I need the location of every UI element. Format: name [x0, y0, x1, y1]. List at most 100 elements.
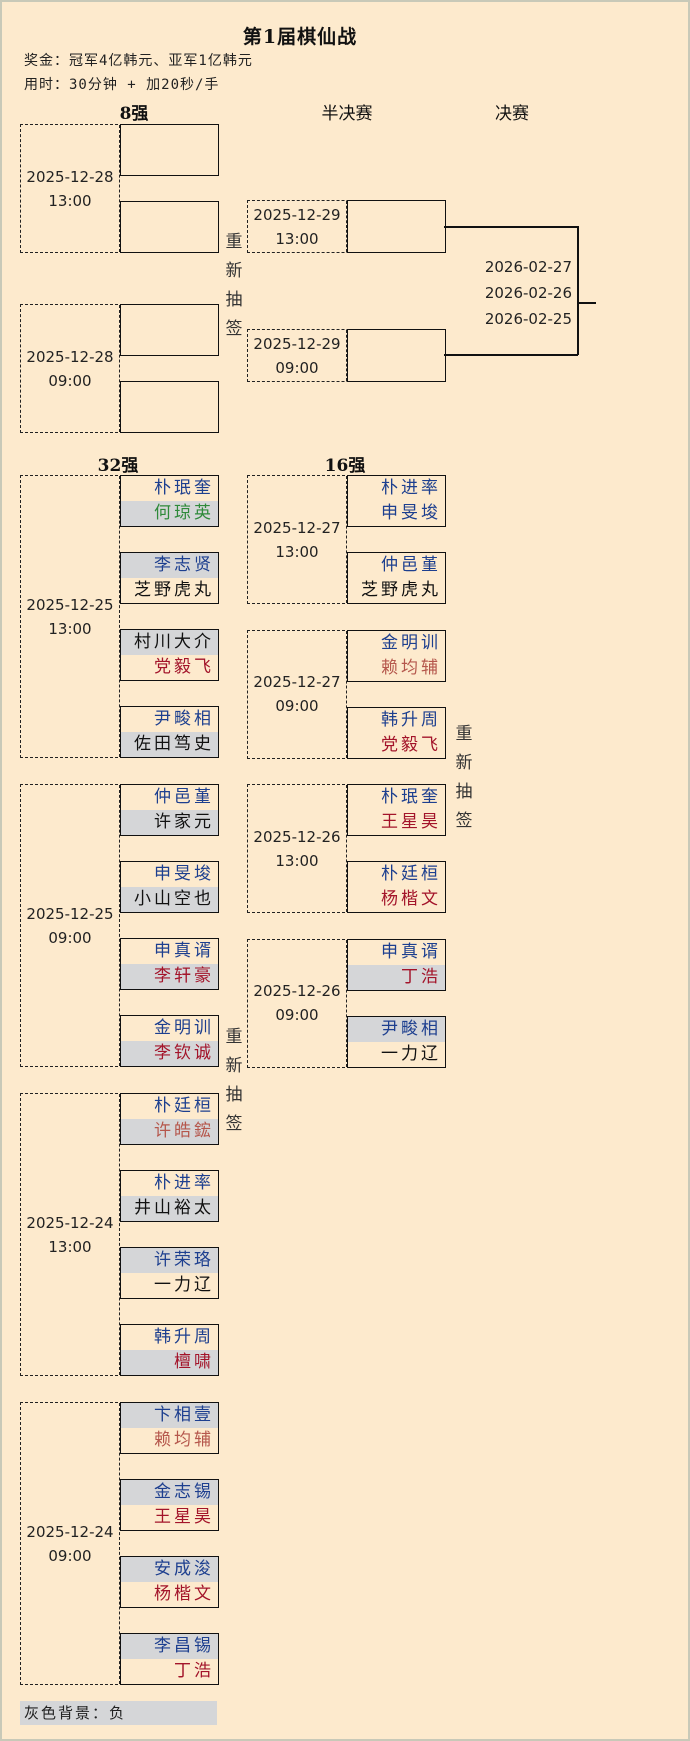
player-name: 赖均辅 [154, 1430, 214, 1450]
block-datetime: 2025-12-26 13:00 [248, 785, 347, 912]
match: 申真谞丁浩 [347, 938, 446, 991]
redraw-char: 签 [225, 319, 243, 339]
header-semifinal: 半决赛 [321, 104, 373, 124]
header-r16: 16强 [324, 456, 366, 476]
player-name: 一力辽 [381, 1043, 441, 1064]
redraw-char: 抽 [225, 1085, 243, 1105]
sf-match-2-datetime: 2025-12-29 09:00 [248, 330, 347, 381]
final-connector-vertical [577, 226, 579, 355]
match: 安成浚杨楷文 [120, 1556, 219, 1608]
date-text: 2025-12-28 [26, 167, 114, 186]
time-text: 09:00 [48, 928, 92, 947]
player-name: 许皓鋐 [121, 1119, 218, 1144]
player-name: 申真谞 [154, 941, 214, 961]
date-text: 2025-12-28 [26, 347, 114, 366]
r8-match-slot [120, 201, 219, 253]
player-name: 金志锡 [121, 1480, 218, 1505]
sf-match-2: 2025-12-29 09:00 [247, 329, 446, 382]
player-name: 丁浩 [348, 964, 445, 990]
sf-match-slot [347, 329, 446, 382]
redraw-char: 重 [455, 724, 473, 744]
player-name: 王星昊 [381, 812, 441, 832]
player-name: 井山裕太 [121, 1196, 218, 1221]
time-text: 09:00 [48, 371, 92, 390]
sf-match-1: 2025-12-29 13:00 [247, 200, 446, 253]
match: 朴珉奎何琼英 [120, 475, 219, 527]
player-name: 党毅飞 [381, 734, 441, 755]
player-name: 佐田笃史 [121, 732, 218, 757]
match: 李志贤芝野虎丸 [120, 552, 219, 604]
player-name: 金明训 [154, 1018, 214, 1038]
match: 卞相壹赖均辅 [120, 1402, 219, 1454]
player-name: 仲邑堇 [381, 555, 441, 575]
match: 金明训李钦诚 [120, 1015, 219, 1067]
header-final: 决赛 [495, 104, 529, 124]
player-name: 村川大介 [121, 630, 218, 655]
match: 朴珉奎王星昊 [347, 784, 446, 836]
time-text: 13:00 [275, 229, 319, 248]
player-name: 卞相壹 [121, 1403, 218, 1428]
match: 村川大介党毅飞 [120, 629, 219, 681]
player-name: 朴珉奎 [154, 478, 214, 498]
redraw-char: 新 [225, 261, 243, 281]
date-text: 2025-12-26 [253, 827, 341, 846]
time-text: 13:00 [48, 619, 92, 638]
date-text: 2025-12-27 [253, 518, 341, 537]
player-name: 小山空也 [121, 887, 218, 912]
player-name: 仲邑堇 [154, 787, 214, 807]
player-name: 韩升周 [381, 709, 441, 730]
final-connector-tail [577, 302, 596, 304]
player-name: 丁浩 [174, 1661, 214, 1681]
time-text: 13:00 [48, 1237, 92, 1256]
prize-info: 奖金：冠军4亿韩元、亚军1亿韩元 [24, 53, 253, 69]
player-name: 一力辽 [154, 1275, 214, 1295]
r8-block-2-datetime: 2025-12-28 09:00 [21, 305, 120, 432]
match: 李昌锡丁浩 [120, 1633, 219, 1685]
match: 申真谞李轩豪 [120, 938, 219, 990]
player-name: 尹畯相 [154, 709, 214, 729]
player-name: 李志贤 [121, 553, 218, 578]
time-text: 09:00 [275, 1006, 319, 1024]
match: 朴廷桓许皓鋐 [120, 1093, 219, 1145]
time-text: 09:00 [275, 358, 319, 377]
header-r32: 32强 [97, 456, 139, 476]
header-r8: 8强 [119, 104, 149, 124]
match: 朴廷桓杨楷文 [347, 861, 446, 913]
redraw-char: 抽 [225, 290, 243, 310]
final-connector-bottom [444, 354, 578, 356]
player-name: 朴进率 [381, 478, 441, 498]
player-name: 申真谞 [381, 941, 441, 962]
redraw-char: 重 [225, 1027, 243, 1047]
player-name: 安成浚 [121, 1557, 218, 1582]
player-name: 杨楷文 [154, 1584, 214, 1604]
match: 仲邑堇芝野虎丸 [347, 552, 446, 604]
player-name: 申旻埈 [381, 503, 441, 523]
r8-match-slot [120, 381, 219, 433]
redraw-char: 签 [225, 1114, 243, 1134]
player-name: 赖均辅 [381, 657, 441, 678]
player-name: 檀啸 [121, 1350, 218, 1375]
player-name: 芝野虎丸 [134, 580, 214, 600]
match: 韩升周党毅飞 [347, 706, 446, 759]
final-date: 2026-02-25 [484, 310, 572, 328]
match: 申旻埈小山空也 [120, 861, 219, 913]
match: 金志锡王星昊 [120, 1479, 219, 1531]
player-name: 朴珉奎 [381, 787, 441, 807]
date-text: 2025-12-26 [253, 982, 341, 1000]
match: 金明训赖均辅 [347, 629, 446, 682]
player-name: 李轩豪 [121, 964, 218, 989]
player-name: 李钦诚 [121, 1041, 218, 1066]
redraw-label-top: 重 新 抽 签 [224, 228, 244, 344]
date-text: 2025-12-29 [253, 334, 341, 353]
r16-block: 2025-12-26 09:00 申真谞丁浩尹畯相一力辽 [247, 938, 446, 1068]
player-name: 尹畯相 [348, 1016, 445, 1042]
redraw-label-r32: 重 新 抽 签 [224, 1023, 244, 1139]
r8-block-2: 2025-12-28 09:00 [20, 304, 219, 433]
time-text: 13:00 [275, 851, 319, 870]
